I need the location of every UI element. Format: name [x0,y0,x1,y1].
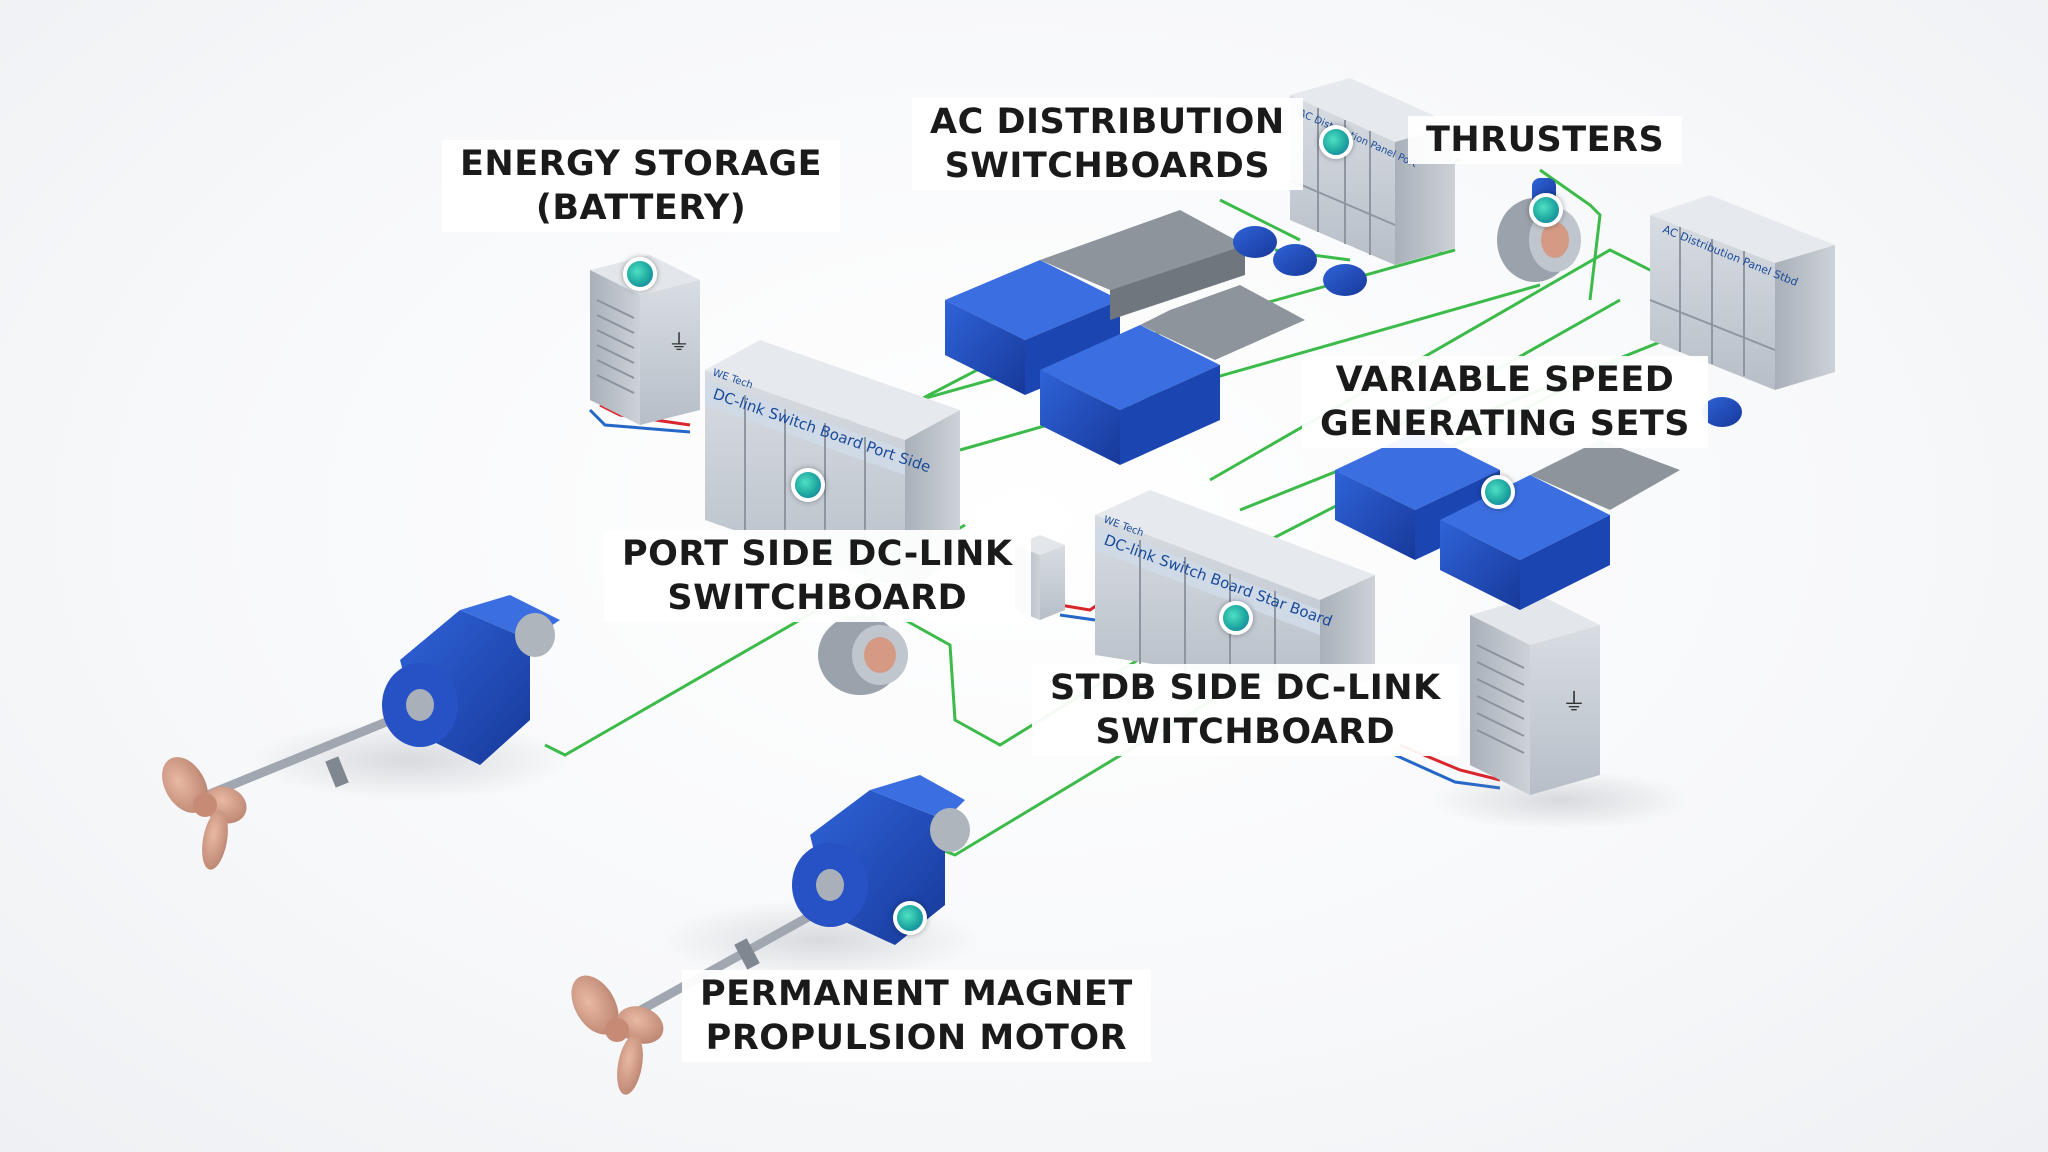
label-thrusters: THRUSTERS [1408,116,1683,164]
ac-distribution-panel-port: AC Distribution Panel Port [1289,78,1455,265]
propeller-lower [571,975,664,1095]
hotspot-icon-stdb-dc-link[interactable] [1219,601,1253,635]
label-ac-distribution-line2: SWITCHBOARDS [944,146,1271,186]
dc-link-switchboard-stbd: DC-link Switch Board Star Board WE Tech [1095,490,1375,690]
svg-text:⏚: ⏚ [668,331,690,356]
thruster-lower [818,615,908,695]
label-stdb-side-line1: STDB SIDE DC-LINK [1050,668,1441,708]
battery-cabinet-right: ⏚ [1470,595,1600,795]
label-ac-distribution-line1: AC DISTRIBUTION [930,102,1285,142]
hotspot-icon-variable-speed[interactable] [1481,475,1515,509]
label-stdb-side-line2: SWITCHBOARD [1095,712,1396,752]
propeller-icon [162,757,247,870]
hotspot-icon-battery[interactable] [623,257,657,291]
label-pm-motor: PERMANENT MAGNET PROPULSION MOTOR [682,970,1151,1062]
generator-set-1 [945,210,1245,395]
hotspot-icon-pm-motor[interactable] [893,901,927,935]
generator-set-2 [1040,285,1305,465]
ac-distribution-panel-stbd: AC Distribution Panel Stbd [1649,195,1835,390]
label-ac-distribution: AC DISTRIBUTION SWITCHBOARDS [912,98,1303,190]
hotspot-icon-ac-distribution[interactable] [1319,125,1353,159]
label-port-side-dc-link: PORT SIDE DC-LINK SWITCHBOARD [604,530,1031,622]
label-energy-storage-line2: (BATTERY) [535,188,747,228]
hotspot-icon-port-dc-link[interactable] [791,468,825,502]
label-port-side-line2: SWITCHBOARD [667,578,968,618]
propulsion-motor-upper [193,595,560,805]
label-thrusters-line1: THRUSTERS [1426,120,1665,160]
label-variable-speed: VARIABLE SPEED GENERATING SETS [1302,356,1708,448]
label-pm-motor-line2: PROPULSION MOTOR [705,1018,1128,1058]
label-variable-speed-line1: VARIABLE SPEED [1335,360,1675,400]
battery-cabinet-left: ⏚ [590,255,700,425]
label-port-side-line1: PORT SIDE DC-LINK [622,534,1013,574]
label-energy-storage: ENERGY STORAGE (BATTERY) [442,140,841,232]
hotspot-icon-thrusters[interactable] [1529,193,1563,227]
label-stdb-side-dc-link: STDB SIDE DC-LINK SWITCHBOARD [1032,664,1459,756]
label-pm-motor-line1: PERMANENT MAGNET [700,974,1133,1014]
small-motors [1233,226,1742,427]
svg-text:⏚: ⏚ [1562,688,1586,716]
label-variable-speed-line2: GENERATING SETS [1320,404,1690,444]
label-energy-storage-line1: ENERGY STORAGE [460,144,823,184]
generator-set-4 [1440,440,1680,610]
